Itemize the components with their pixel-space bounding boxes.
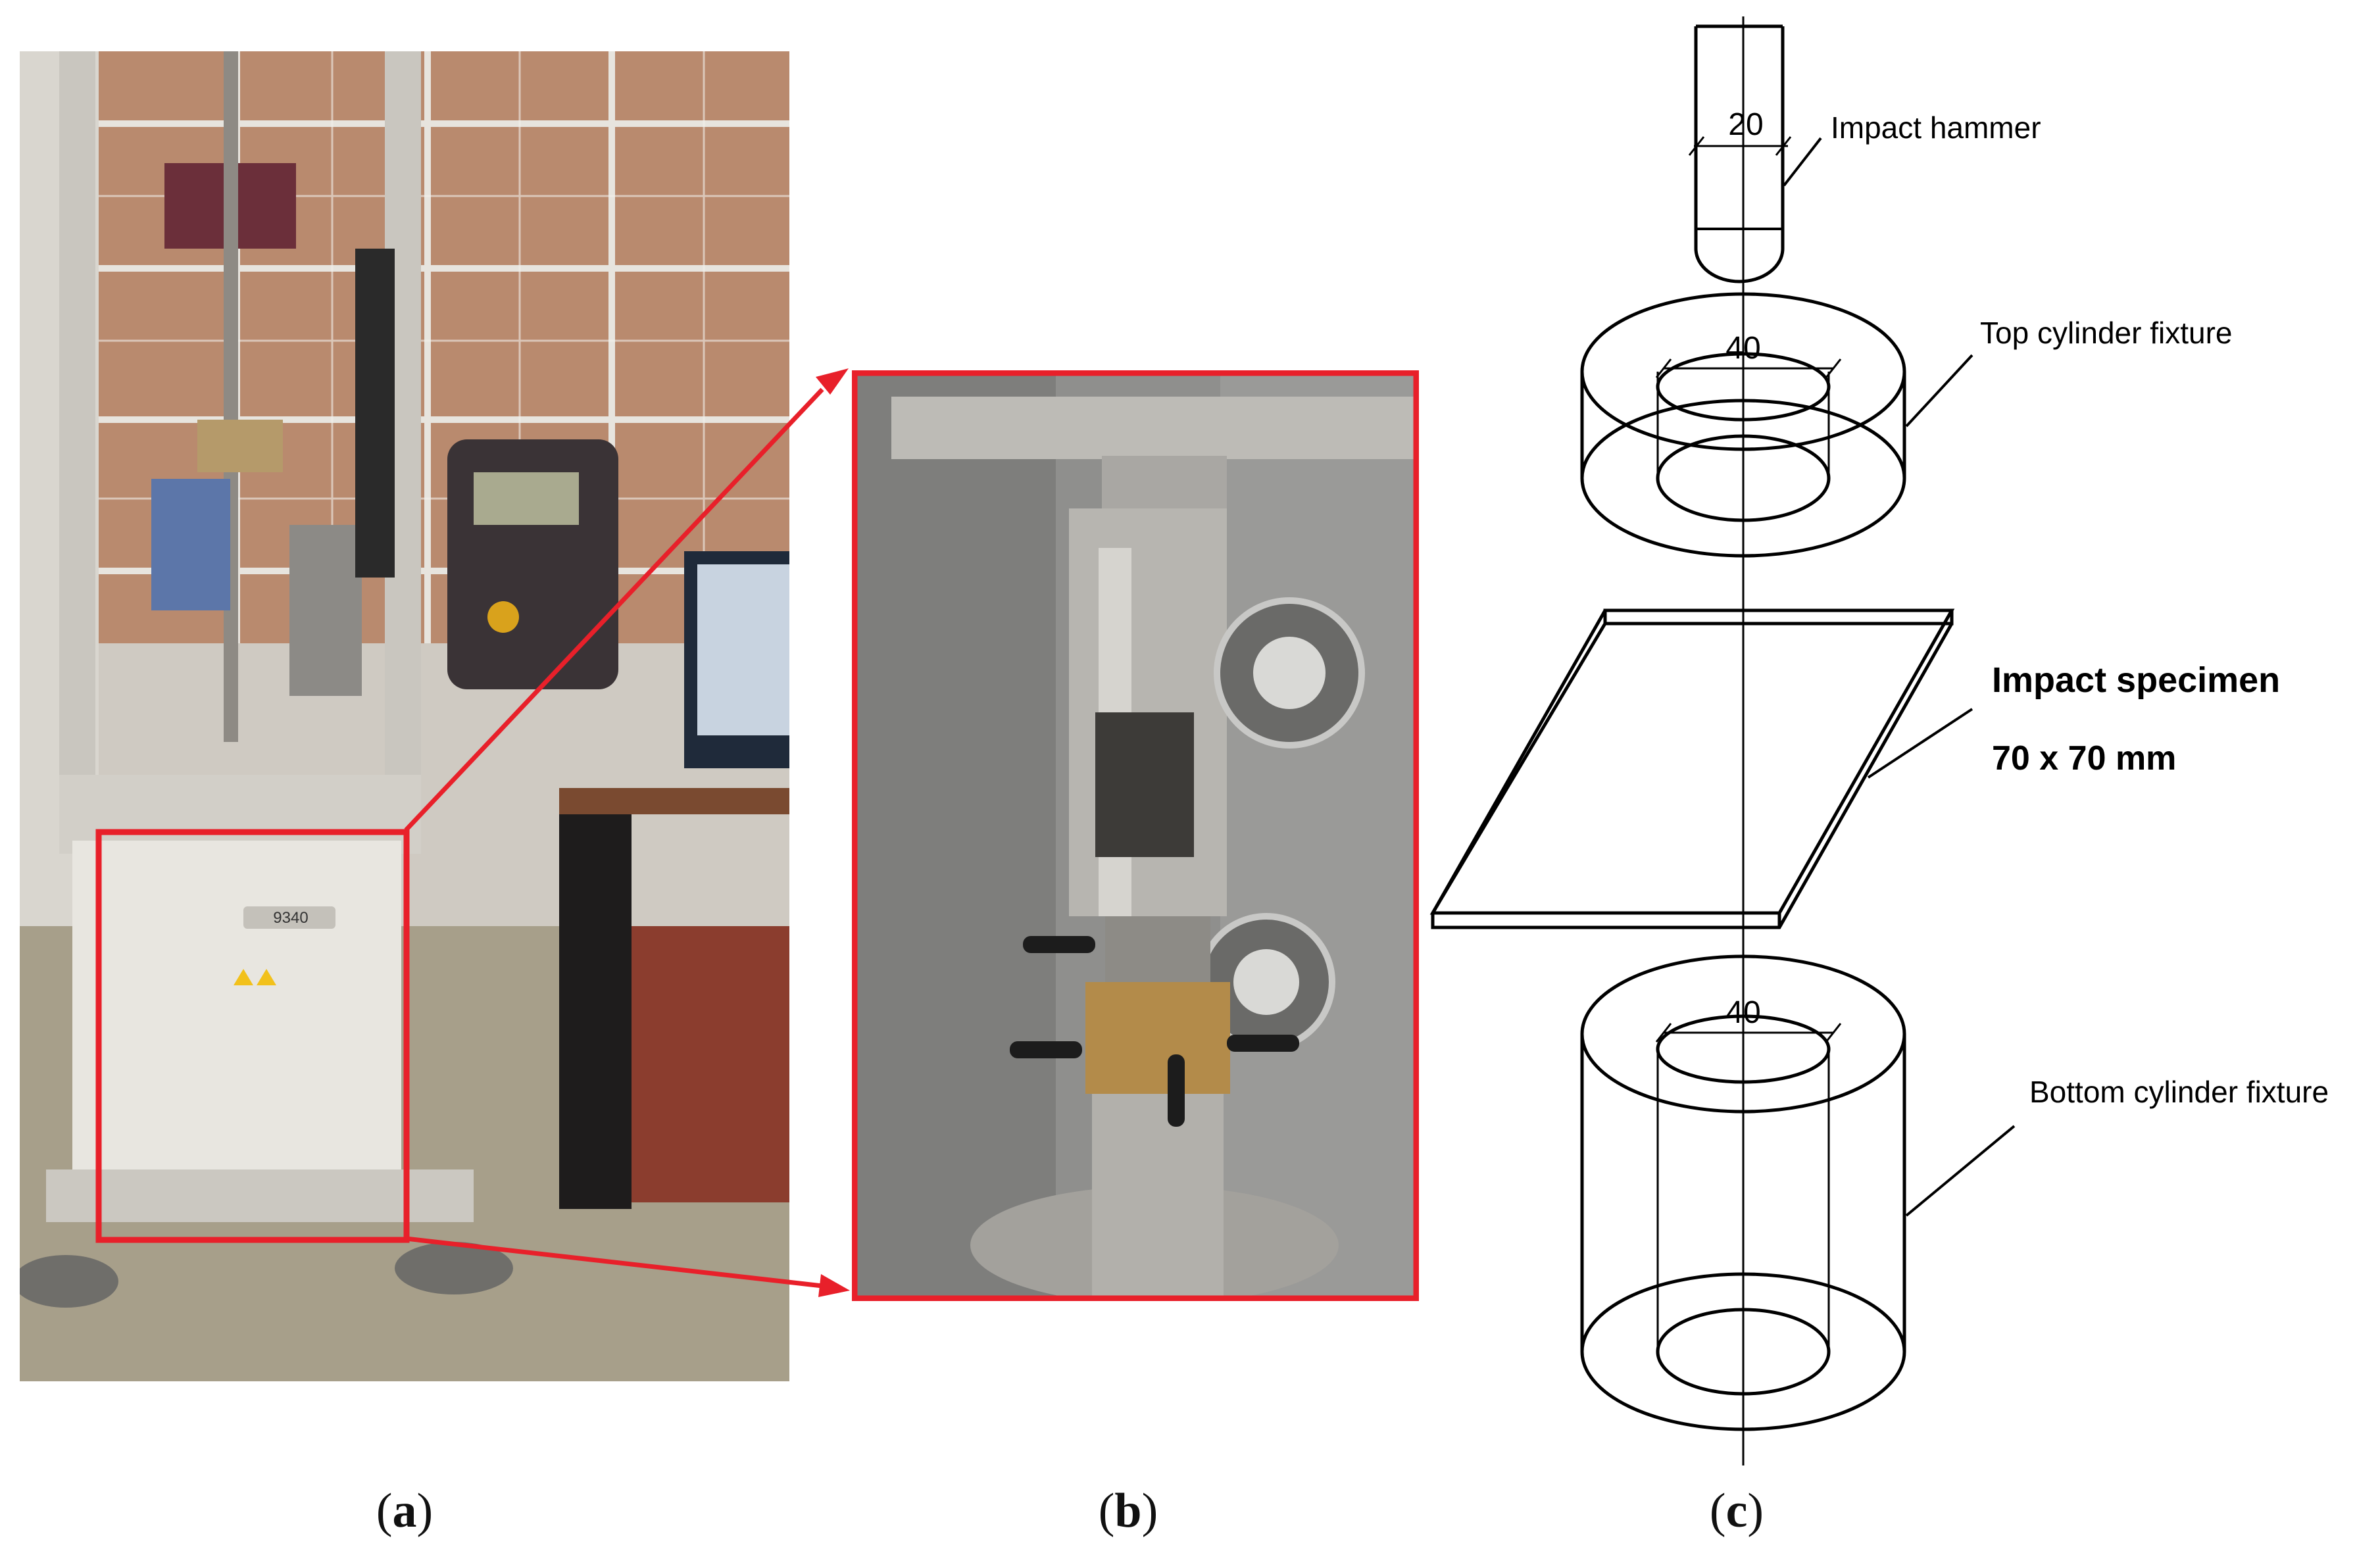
- top-fixture-label: Top cylinder fixture: [1980, 316, 2233, 350]
- top-fixture-dimension: 40: [1725, 331, 1760, 366]
- panel-a-photo: 9340: [20, 51, 789, 1381]
- specimen-label: Impact specimen: [1992, 660, 2280, 700]
- zoom-frame: [852, 370, 1419, 1301]
- specimen-size: 70 x 70 mm: [1992, 739, 2176, 777]
- impact-hammer: [1688, 24, 1822, 283]
- machine-badge: 9340: [273, 909, 308, 927]
- caption-a: (a): [376, 1484, 434, 1538]
- bottom-fixture-label: Bottom cylinder fixture: [2029, 1075, 2329, 1109]
- panel-b-photo: [852, 370, 1419, 1301]
- caption-c-letter: c: [1725, 1484, 1748, 1538]
- caption-c: (c): [1709, 1484, 1764, 1538]
- caption-b-letter: b: [1114, 1484, 1142, 1538]
- hammer-dimension: 20: [1728, 107, 1763, 142]
- highlight-box: [95, 829, 410, 1243]
- bottom-cylinder-fixture: [1580, 954, 2016, 1431]
- impact-specimen: [1429, 608, 1973, 929]
- impact-hammer-label: Impact hammer: [1831, 111, 2041, 145]
- caption-b: (b): [1098, 1484, 1158, 1538]
- caption-a-letter: a: [392, 1484, 417, 1538]
- bottom-fixture-dimension: 40: [1725, 995, 1760, 1030]
- top-cylinder-fixture: [1580, 292, 1973, 558]
